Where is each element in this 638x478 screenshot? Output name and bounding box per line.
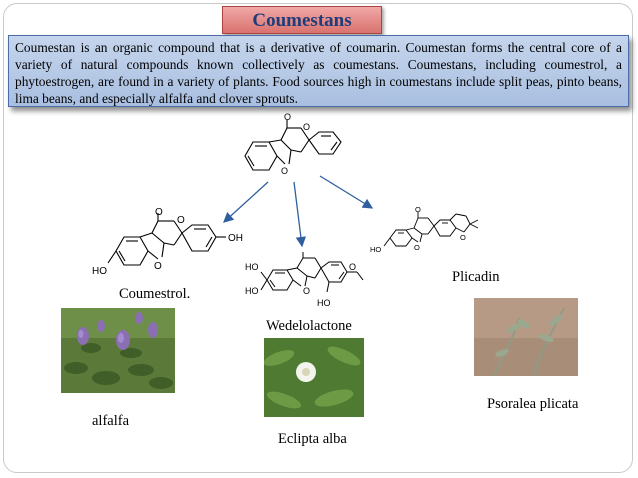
psoralea-photo [474, 298, 578, 376]
plicadin-carbonyl-o: O [415, 206, 421, 214]
arrow-to-coumestrol [223, 181, 269, 223]
coumestrol-carbonyl-o: O [155, 207, 163, 218]
label-alfalfa: alfalfa [92, 413, 130, 429]
label-psoralea: Psoralea plicata [487, 396, 579, 412]
coumestrol-oh: OH [228, 233, 243, 244]
core-furan-o: O [281, 166, 288, 176]
wedelolactone-ho-bottom: HO [317, 298, 331, 308]
coumestrol-ho: HO [92, 266, 107, 277]
plicadin-furan-o: O [414, 243, 420, 252]
coumestrol-ring-o: O [177, 215, 185, 226]
slide-title: Coumestans [222, 6, 382, 34]
label-plicadin: Plicadin [452, 269, 500, 285]
core-carbonyl-o: O [284, 112, 291, 122]
eclipta-photo [264, 338, 364, 417]
coumestan-structure: O O O [244, 112, 342, 176]
label-eclipta: Eclipta alba [278, 431, 347, 447]
label-wedelolactone: Wedelolactone [266, 318, 352, 334]
description-box: Coumestan is an organic compound that is… [8, 35, 629, 107]
wedelolactone-methoxy-o: O [349, 262, 356, 272]
wedelolactone-structure: HO HO O O HO [245, 252, 364, 308]
arrow-to-wedelolactone [293, 181, 307, 248]
coumestrol-furan-o: O [154, 261, 162, 272]
core-ring-o: O [303, 122, 310, 132]
plicadin-ho: HO [370, 245, 381, 254]
plicadin-pyran-o: O [460, 233, 466, 242]
label-coumestrol: Coumestrol. [119, 286, 191, 302]
alfalfa-photo [61, 308, 175, 393]
coumestrol-structure: O O O OH HO [92, 207, 243, 277]
wedelolactone-ho-top: HO [245, 262, 259, 272]
wedelolactone-ho-left: HO [245, 286, 259, 296]
plicadin-structure: HO O O O [370, 206, 479, 254]
wedelolactone-furan-o: O [303, 286, 310, 296]
arrow-to-plicadin [319, 175, 374, 209]
